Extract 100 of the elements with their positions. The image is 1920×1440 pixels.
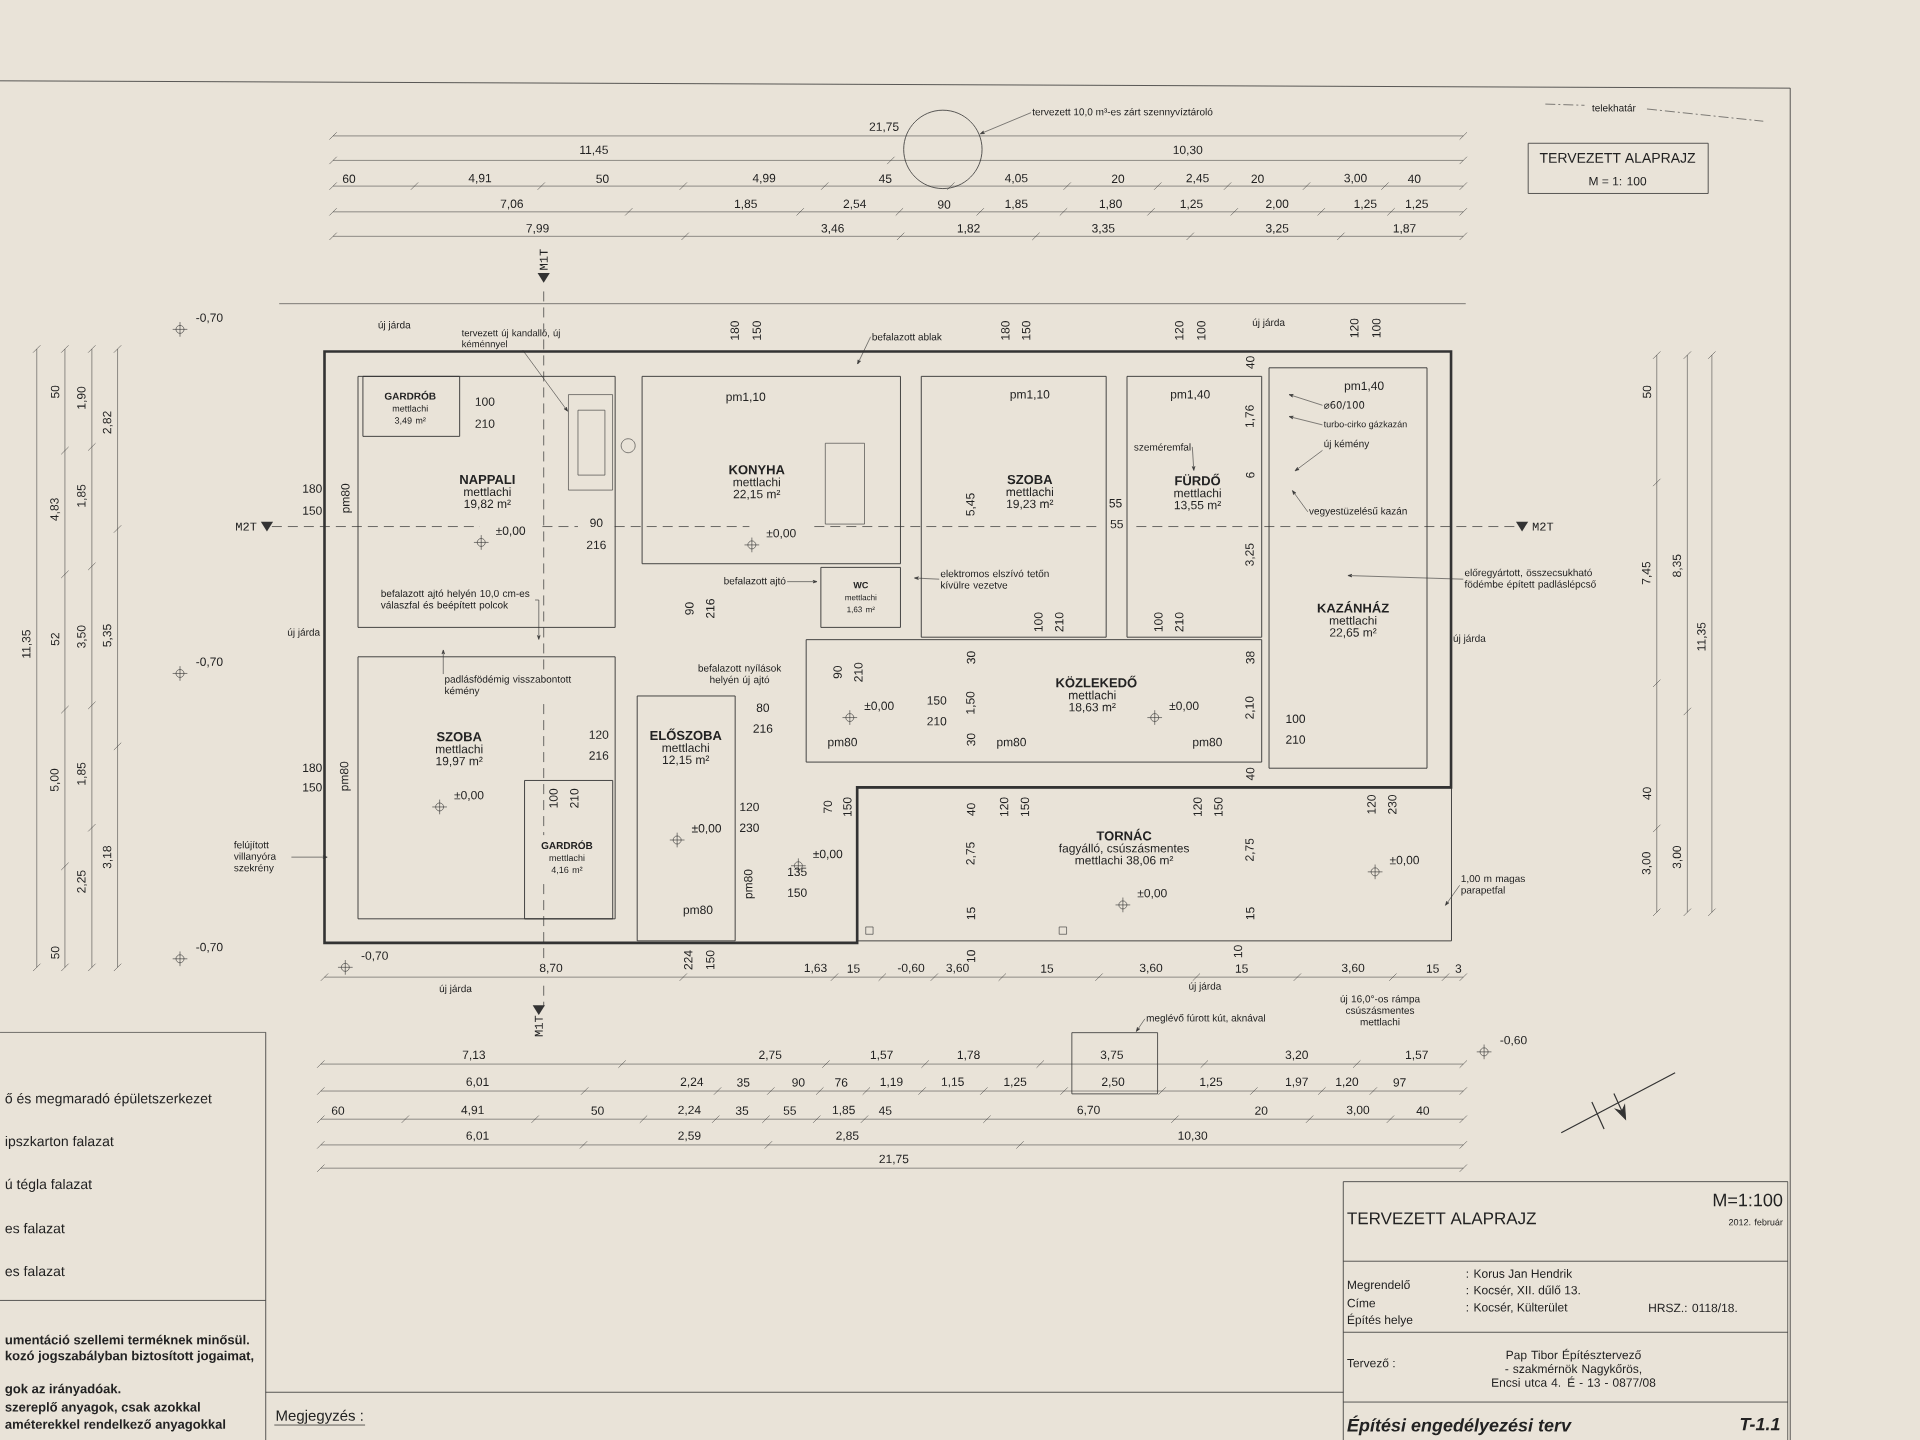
well-box bbox=[1071, 1032, 1158, 1095]
dimension-text: 2,75 bbox=[759, 1050, 782, 1061]
walkway-text: új járda bbox=[1453, 634, 1486, 644]
room: WC mettlachi 1,63 m² bbox=[820, 566, 901, 628]
dimension-text: 50 bbox=[591, 1106, 604, 1115]
dimension-text: 11,35 bbox=[1697, 622, 1707, 651]
title-block-text: Pap Tibor Építésztervező - szakmérnök Nagykőrös, Encsi utca 4. É - 13 - 0877/08 bbox=[1492, 1348, 1656, 1387]
dimension-text: 2,75 bbox=[966, 842, 976, 865]
opening-size-text: 120 bbox=[1367, 794, 1376, 814]
leader-line bbox=[522, 350, 568, 412]
dimension-text: 4,83 bbox=[50, 498, 61, 521]
annotation-text: tervezett 10,0 m³-es zárt szennyvíztároló bbox=[1032, 107, 1213, 118]
dimension-text: 20 bbox=[1255, 1106, 1268, 1115]
elevation-text: ±0,00 bbox=[864, 701, 894, 712]
opening-size-text: 150 bbox=[1021, 321, 1031, 340]
dimension-text: 50 bbox=[50, 385, 60, 399]
dimension-text: 3,46 bbox=[821, 224, 844, 234]
leader-line bbox=[1136, 1018, 1146, 1032]
dimension-text: 20 bbox=[1251, 174, 1264, 183]
dimension-text: 2,50 bbox=[1102, 1077, 1125, 1088]
opening-size-text: 210 bbox=[927, 717, 947, 726]
opening-size-text: 100 bbox=[1197, 321, 1206, 340]
dimension-text: 6,01 bbox=[466, 1077, 489, 1088]
elevation-text: ±0,00 bbox=[813, 849, 843, 860]
annotation-text: padlásfödémig visszabontott kémény bbox=[445, 675, 572, 697]
dimension-text: 97 bbox=[1393, 1078, 1406, 1087]
dimension-text: 1,76 bbox=[1245, 405, 1256, 428]
parapet-height-text: pm80 bbox=[339, 761, 351, 791]
room: GARDRÓB mettlachi 3,49 m² bbox=[362, 375, 461, 437]
parapet-height-text: pm80 bbox=[828, 737, 857, 749]
title-block-text: Építés helye bbox=[1347, 1313, 1413, 1327]
opening-size-text: 90 bbox=[685, 602, 694, 615]
annotation-text: elektromos elszívó tetőn kívülre vezetve bbox=[940, 569, 1049, 589]
elevation-text: -0,70 bbox=[196, 657, 223, 668]
dimension-text: 50 bbox=[50, 946, 60, 959]
dimension-text: 1,85 bbox=[77, 762, 87, 785]
parapet-height-text: pm80 bbox=[1193, 737, 1222, 749]
opening-size-text: 135 bbox=[788, 867, 807, 877]
elevation-text: ±0,00 bbox=[1169, 701, 1199, 712]
leader-line bbox=[786, 580, 818, 584]
elevation-text: ±0,00 bbox=[496, 526, 526, 537]
opening-size-text: 180 bbox=[730, 321, 739, 340]
parapet-height-text: pm1,10 bbox=[726, 392, 766, 404]
dimension-text: 3,75 bbox=[1100, 1050, 1124, 1061]
annotation-text: befalazott ajtó bbox=[724, 576, 786, 587]
opening-size-text: 150 bbox=[788, 888, 807, 897]
annotation-text: új kémény bbox=[1324, 439, 1370, 450]
dimension-text: 40 bbox=[1642, 787, 1652, 800]
sheet-label: T-1.1 bbox=[1740, 1417, 1780, 1431]
dimension-text: 2,54 bbox=[843, 199, 867, 210]
opening-size-text: 120 bbox=[999, 797, 1009, 817]
dimension-text: 3,00 bbox=[1642, 852, 1652, 875]
dimension-text: 35 bbox=[737, 1078, 750, 1087]
dimension-text: 55 bbox=[783, 1106, 796, 1115]
elevation-text: ±0,00 bbox=[766, 528, 796, 539]
dimension-text: -0,60 bbox=[897, 963, 925, 974]
title-block-text: : Kocsér, Külterület bbox=[1466, 1302, 1568, 1313]
opening-size-text: 100 bbox=[1372, 318, 1381, 338]
leader-line bbox=[1294, 450, 1323, 472]
dimension-text: 40 bbox=[1416, 1106, 1430, 1115]
dimension-text: 3,25 bbox=[1265, 224, 1289, 234]
dimension-text: 2,00 bbox=[1266, 199, 1289, 210]
parapet-height-text: pm80 bbox=[997, 737, 1026, 749]
dimension-text: 1,78 bbox=[957, 1050, 980, 1061]
annotation-text: turbo-cirko gázkazán bbox=[1323, 420, 1407, 430]
dimension-text: 76 bbox=[835, 1078, 848, 1087]
dimension-text: 3 bbox=[1455, 964, 1462, 973]
opening-size-text: 150 bbox=[752, 321, 761, 340]
opening-size-text: 216 bbox=[753, 724, 773, 733]
dimension-text: 3,20 bbox=[1285, 1050, 1308, 1061]
opening-size-text: 180 bbox=[303, 763, 322, 772]
dimension-text: 1,15 bbox=[941, 1077, 964, 1088]
elevation-text: ±0,00 bbox=[454, 790, 484, 801]
dimension-text: 2,59 bbox=[678, 1131, 701, 1142]
section-label: M1T bbox=[534, 1015, 543, 1037]
opening-size-text: 150 bbox=[1214, 797, 1223, 817]
parapet-height-text: pm1,40 bbox=[1344, 381, 1384, 393]
dimension-text: 15 bbox=[1235, 964, 1248, 973]
dimension-text: 3,60 bbox=[1139, 963, 1163, 974]
annotation-text: befalazott ablak bbox=[872, 333, 942, 341]
dimension-text: 1,85 bbox=[77, 484, 87, 507]
dimension-text: 1,25 bbox=[1004, 1077, 1027, 1088]
dimension-text: 1,90 bbox=[77, 386, 87, 409]
dimension-text: 2,25 bbox=[77, 870, 87, 893]
title-block-text: Tervező : bbox=[1347, 1358, 1395, 1368]
annotation-text: felújított villanyóra szekrény bbox=[233, 840, 277, 874]
dimension-text: 40 bbox=[1246, 356, 1255, 369]
opening-size-text: 90 bbox=[590, 518, 603, 528]
dimension-text: 1,85 bbox=[734, 199, 757, 210]
dimension-text: 90 bbox=[792, 1078, 805, 1087]
dimension-text: 2,85 bbox=[836, 1131, 859, 1142]
sheet-label: Építési engedélyezési terv bbox=[1347, 1415, 1572, 1436]
dimension-text: 15 bbox=[1426, 964, 1439, 973]
dimension-text: 1,19 bbox=[880, 1077, 903, 1088]
note-text: új 16,0°-os rámpa csúszásmentes mettlachi bbox=[1340, 994, 1421, 1026]
walkway-text: új járda bbox=[1252, 318, 1285, 328]
legend-text: es falazat bbox=[5, 1265, 65, 1277]
title-block-text: Megrendelő bbox=[1347, 1280, 1410, 1292]
leader-line bbox=[1347, 574, 1464, 580]
dimension-text: 8,70 bbox=[539, 963, 563, 974]
